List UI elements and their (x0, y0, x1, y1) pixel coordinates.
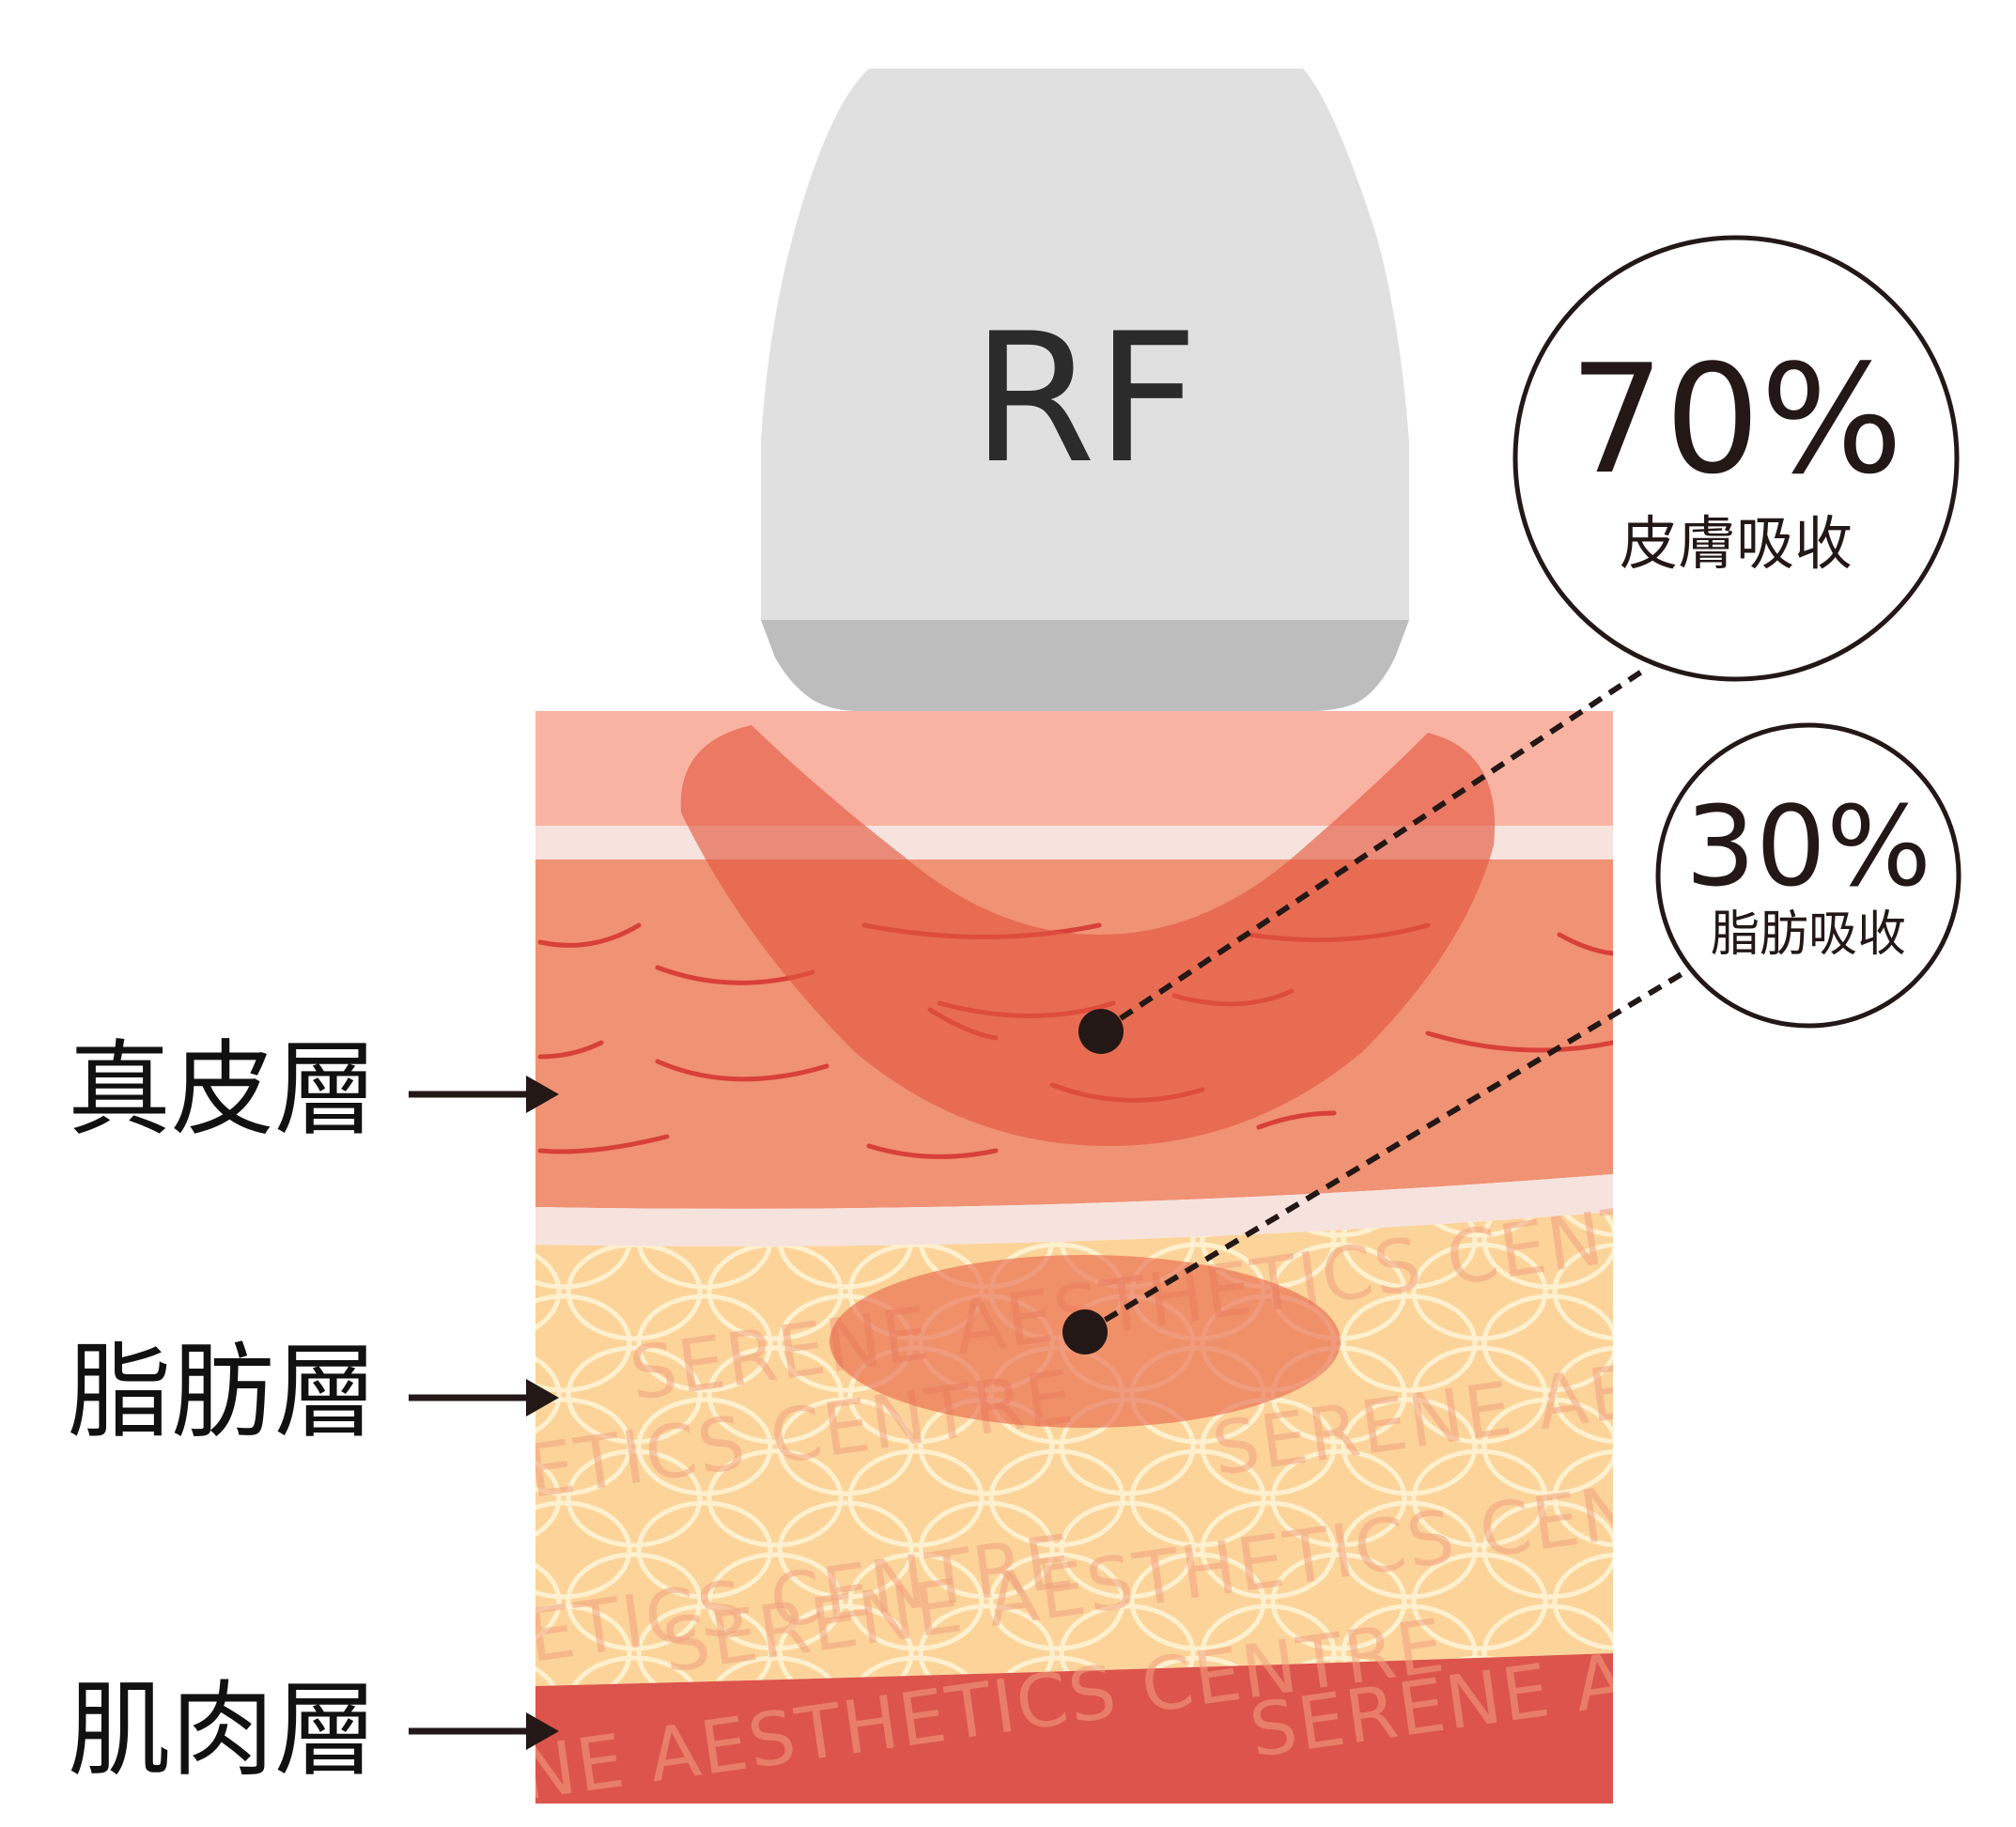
skin-target-dot (1078, 1009, 1124, 1054)
muscle-layer-label: 肌肉層 (68, 1670, 378, 1790)
fat-callout-percent: 30% (1685, 782, 1931, 911)
fat-callout-caption: 脂肪吸收 (1711, 906, 1906, 963)
fat-cell-texture (535, 1212, 1613, 1686)
skin-absorption-callout: 70% 皮膚吸收 (1512, 235, 1960, 682)
rf-device-body (761, 69, 1409, 620)
fat-layer-label: 脂肪層 (68, 1332, 378, 1452)
fat-arrow-icon (409, 1379, 559, 1417)
rf-device: RF (761, 69, 1409, 711)
fat-absorption-callout: 30% 脂肪吸收 (1655, 722, 1962, 1029)
rf-device-base (761, 620, 1409, 711)
layer-labels: 真皮層 脂肪層 肌肉層 (68, 1030, 559, 1790)
dermis-heat-zone (680, 725, 1496, 1146)
dermis-fat-divider (535, 1174, 1613, 1246)
skin-callout-caption: 皮膚吸收 (1620, 509, 1853, 578)
fat-callout-circle (1655, 722, 1962, 1029)
callout-leaders (1083, 666, 1688, 1335)
rf-device-label: RF (971, 295, 1198, 503)
skin-callout-leader (1099, 666, 1648, 1034)
dermis-layer-label: 真皮層 (68, 1030, 378, 1150)
skin-cross-section: SERENE AESTHETICS CENTRE SERENE AESTHETI… (535, 711, 1613, 1804)
skin-callout-percent: 70% (1569, 332, 1903, 507)
muscle-arrow-icon (409, 1712, 559, 1750)
skin-callout-circle (1512, 235, 1960, 682)
fat-target-dot (1062, 1309, 1108, 1355)
muscle-layer (535, 1653, 1613, 1804)
dermis-arrow-icon (409, 1076, 559, 1113)
